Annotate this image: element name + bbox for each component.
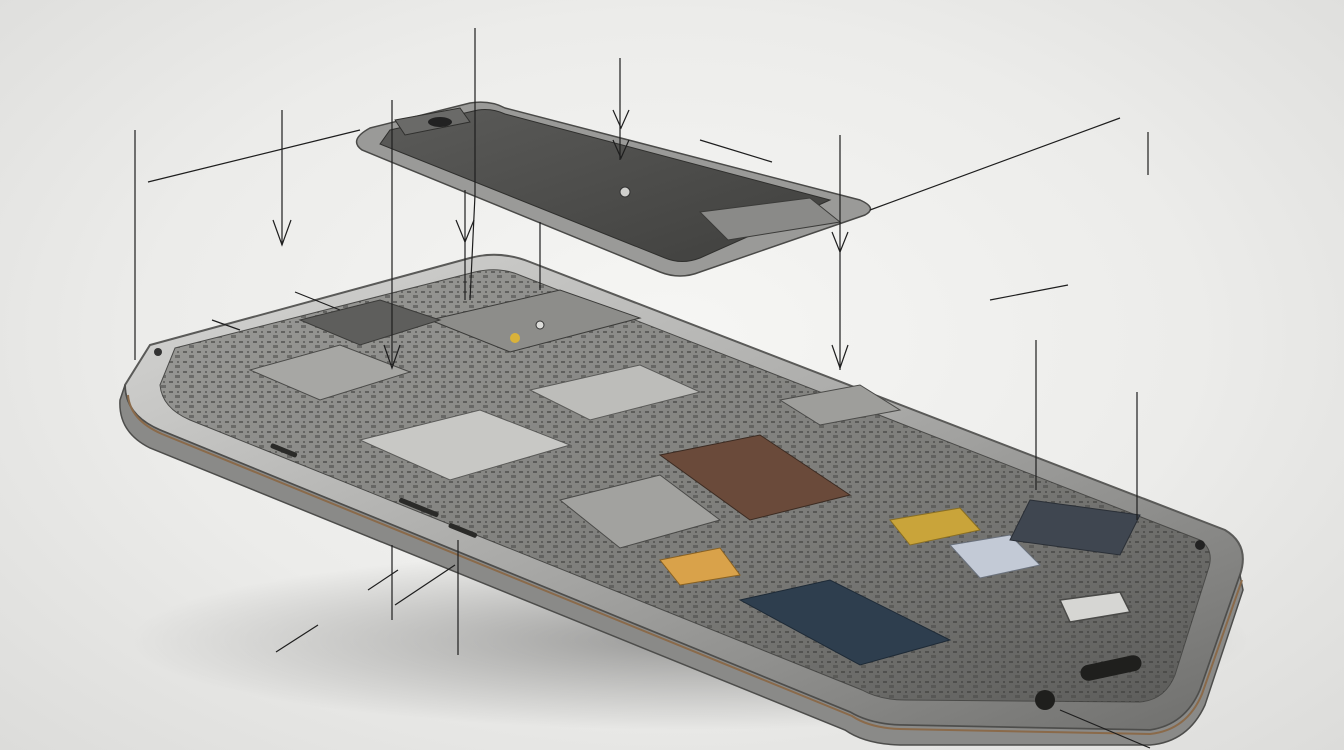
callout-top-right-center xyxy=(560,30,690,108)
callout-upper-left-2 xyxy=(280,92,450,144)
callout-mid-top xyxy=(670,132,760,184)
callout-left-bottom xyxy=(250,598,350,676)
floating-back-plate xyxy=(355,101,872,277)
callout-right-upper xyxy=(780,104,910,182)
leader-lines xyxy=(134,28,1151,749)
phone-body xyxy=(119,253,1244,746)
callout-right-mid-3 xyxy=(1040,360,1210,438)
callout-far-right xyxy=(1118,106,1228,184)
callout-far-left xyxy=(60,98,190,202)
